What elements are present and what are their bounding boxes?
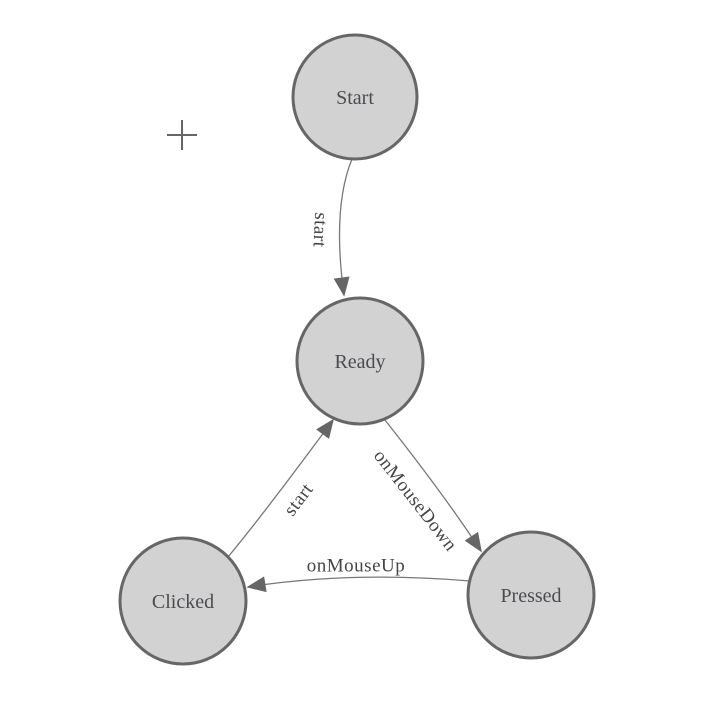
origin-crosshair-icon bbox=[167, 120, 197, 150]
edge-label-clicked-to-ready: start bbox=[280, 479, 318, 520]
state-node-pressed[interactable]: Pressed bbox=[466, 530, 596, 660]
state-node-clicked[interactable]: Clicked bbox=[118, 536, 248, 666]
state-label-clicked: Clicked bbox=[152, 591, 214, 613]
state-node-ready[interactable]: Ready bbox=[295, 296, 425, 426]
edge-label-ready-to-pressed: onMouseDown bbox=[369, 446, 461, 556]
edge-start-to-ready[interactable] bbox=[333, 158, 353, 297]
edge-label-pressed-to-clicked: onMouseUp bbox=[307, 556, 405, 577]
edge-ready-to-pressed[interactable] bbox=[384, 419, 482, 553]
edge-clicked-to-ready[interactable] bbox=[227, 418, 334, 558]
state-label-pressed: Pressed bbox=[500, 585, 561, 607]
state-label-start: Start bbox=[336, 87, 374, 109]
state-circle-clicked[interactable] bbox=[118, 536, 248, 666]
state-circle-ready[interactable] bbox=[295, 296, 425, 426]
state-node-start[interactable]: Start bbox=[291, 33, 419, 161]
edge-label-start-to-ready: start bbox=[308, 212, 331, 248]
state-circle-start[interactable] bbox=[291, 33, 419, 161]
edge-pressed-to-clicked[interactable] bbox=[246, 576, 471, 593]
state-circle-pressed[interactable] bbox=[466, 530, 596, 660]
state-label-ready: Ready bbox=[334, 351, 385, 373]
